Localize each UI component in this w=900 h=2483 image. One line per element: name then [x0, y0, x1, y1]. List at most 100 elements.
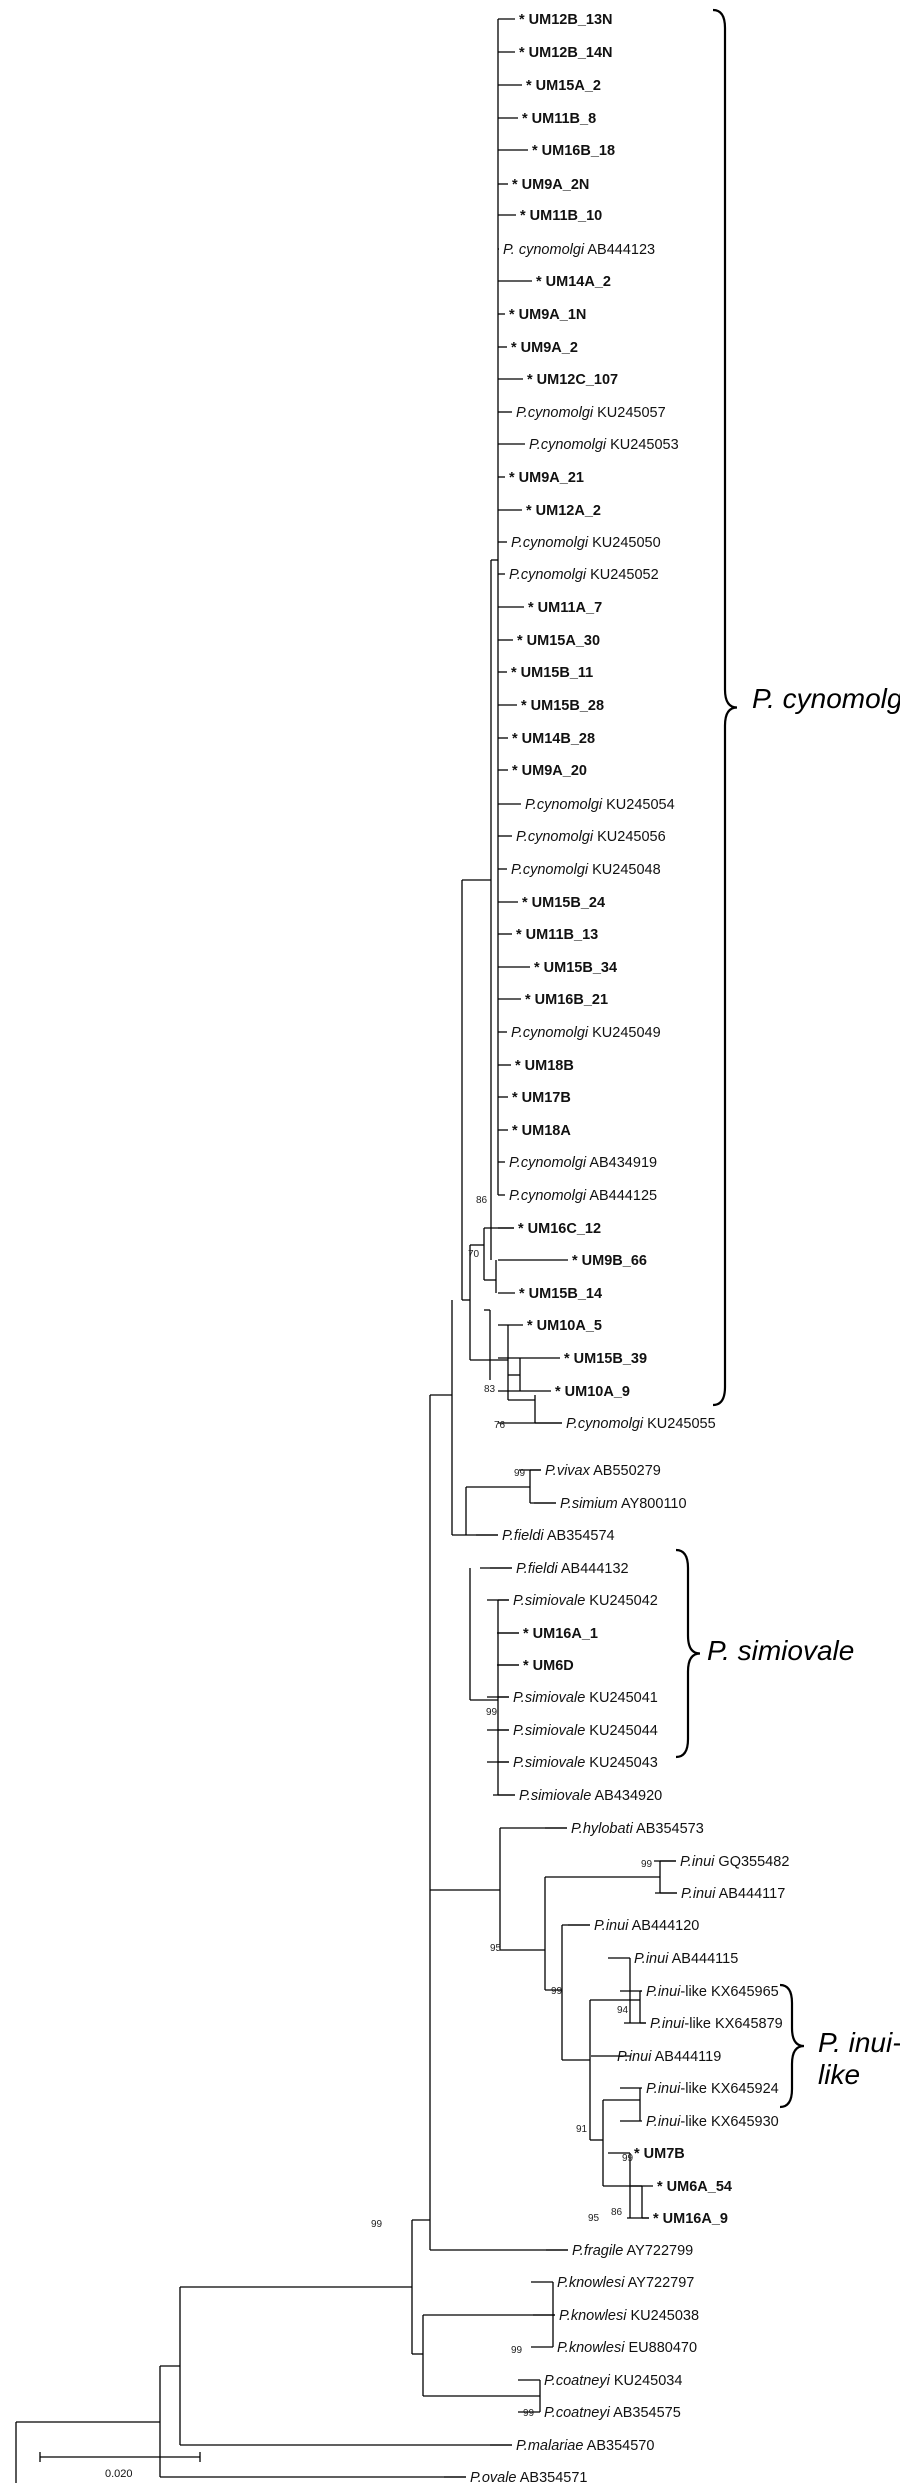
taxon-label: P.ovale AB354571 [470, 2470, 587, 2483]
taxon-label: * UM6D [523, 1658, 574, 1674]
taxon-genus: P.cynomolgi [516, 829, 594, 845]
taxon-accession: AB444115 [668, 1951, 738, 1967]
taxon-genus: P.cynomolgi [509, 1155, 587, 1171]
taxon-accession: AY722799 [623, 2243, 693, 2259]
taxon-genus: P.inui [681, 1886, 716, 1902]
taxon-genus: P.malariae [516, 2438, 583, 2454]
taxon-label: P.cynomolgi KU245052 [509, 567, 659, 583]
taxon-genus: P.fragile [572, 2243, 623, 2259]
taxon-genus: P.cynomolgi [509, 1188, 587, 1204]
taxon-label: * UM16C_12 [518, 1221, 601, 1237]
taxon-label: P.knowlesi AY722797 [557, 2275, 694, 2291]
taxon-genus: P.cynomolgi [509, 567, 587, 583]
taxon-genus: P.simiovale [513, 1723, 585, 1739]
bootstrap-value: 94 [617, 2005, 629, 2016]
scale-bar: 0.020 [39, 2452, 201, 2480]
taxon-genus: P.inui [646, 1984, 681, 2000]
taxon-accession: KU245052 [586, 567, 659, 583]
taxon-label: * UM15B_11 [511, 665, 593, 681]
taxon-genus: P.knowlesi [557, 2275, 625, 2291]
taxon-label: P.inui-like KX645924 [646, 2081, 779, 2097]
taxon-accession: AB434919 [586, 1155, 657, 1171]
taxon-genus: P.ovale [470, 2470, 517, 2483]
taxon-accession: KU245044 [585, 1723, 658, 1739]
taxon-label: P.simiovale KU245041 [513, 1690, 658, 1706]
taxon-label: P.fragile AY722799 [572, 2243, 693, 2259]
taxon-accession: AB444123 [584, 242, 655, 258]
taxon-label: * UM10A_9 [555, 1384, 630, 1400]
taxon-accession: AB444117 [715, 1886, 785, 1902]
taxon-accession: KU245049 [588, 1025, 661, 1041]
taxon-genus: P.hylobati [571, 1821, 634, 1837]
clade-label-inui-like-line1: P. inui- [818, 2027, 900, 2058]
taxon-accession: AB354574 [544, 1528, 615, 1544]
taxon-accession: KU245057 [593, 405, 666, 421]
taxon-label: * UM12A_2 [526, 503, 601, 519]
clade-brackets [675, 8, 805, 2109]
taxon-genus: P.coatneyi [544, 2405, 611, 2421]
taxon-genus: P.cynomolgi [511, 535, 589, 551]
taxon-accession: KU245043 [585, 1755, 658, 1771]
bracket-cynomolgi [712, 8, 738, 1407]
taxon-label: * UM9A_21 [509, 470, 584, 486]
taxon-accession: KU245053 [606, 437, 679, 453]
taxon-accession: AB550279 [590, 1463, 661, 1479]
taxon-label: P.cynomolgi KU245049 [511, 1025, 661, 1041]
taxon-label: P.coatneyi KU245034 [544, 2373, 682, 2389]
taxon-label: P.inui AB444120 [594, 1918, 699, 1934]
taxon-label: * UM12C_107 [527, 372, 618, 388]
taxon-label: P.malariae AB354570 [516, 2438, 654, 2454]
taxon-genus: P.knowlesi [559, 2308, 627, 2324]
taxon-genus: P.vivax [545, 1463, 591, 1479]
taxon-labels: * UM12B_13N* UM12B_14N* UM15A_2* UM11B_8… [470, 12, 789, 2483]
taxon-label: * UM17B [512, 1090, 571, 1106]
taxon-genus: P.simiovale [513, 1593, 585, 1609]
bootstrap-value: 99 [514, 1468, 526, 1479]
taxon-genus: P.inui [646, 2114, 681, 2130]
taxon-label: * UM15B_28 [521, 698, 604, 714]
taxon-accession: AB354573 [633, 1821, 704, 1837]
taxon-label: P.hylobati AB354573 [571, 1821, 704, 1837]
taxon-accession: -like KX645879 [684, 2016, 782, 2032]
taxon-accession: KU245041 [585, 1690, 658, 1706]
taxon-accession: AB354571 [517, 2470, 588, 2483]
scale-bar-label: 0.020 [105, 2468, 133, 2480]
clade-label-cynomolgi: P. cynomolgi [752, 683, 900, 714]
taxon-label: P.inui AB444119 [617, 2049, 721, 2065]
bootstrap-value: 99 [622, 2153, 634, 2164]
taxon-accession: KU245055 [643, 1416, 716, 1432]
bootstrap-value: 86 [476, 1195, 488, 1206]
taxon-label: P.inui-like KX645879 [650, 2016, 783, 2032]
bootstrap-value: 70 [468, 1249, 480, 1260]
bootstrap-value: 95 [490, 1943, 502, 1954]
taxon-label: P.cynomolgi KU245056 [516, 829, 666, 845]
taxon-label: * UM16A_1 [523, 1626, 598, 1642]
taxon-label: * UM15B_14 [519, 1286, 602, 1302]
clade-labels: P. cynomolgi P. simiovale P. inui- like [707, 683, 900, 2090]
taxon-label: P.inui AB444115 [634, 1951, 738, 1967]
bootstrap-value: 99 [511, 2345, 523, 2356]
taxon-genus: P.simium [560, 1496, 618, 1512]
bootstrap-value: 95 [588, 2213, 600, 2224]
taxon-label: * UM16B_18 [532, 143, 615, 159]
taxon-accession: KU245048 [588, 862, 661, 878]
taxon-label: P.inui GQ355482 [680, 1854, 789, 1870]
taxon-genus: P.cynomolgi [511, 862, 589, 878]
bootstrap-value: 91 [576, 2124, 588, 2135]
taxon-label: P.inui-like KX645965 [646, 1984, 779, 2000]
taxon-label: P.cynomolgi KU245053 [529, 437, 679, 453]
taxon-accession: GQ355482 [714, 1854, 789, 1870]
taxon-genus: P.simiovale [513, 1690, 585, 1706]
bootstrap-value: 99 [371, 2219, 383, 2230]
taxon-label: P. cynomolgi AB444123 [503, 242, 655, 258]
taxon-label: P.knowlesi KU245038 [559, 2308, 699, 2324]
taxon-label: P.cynomolgi AB444125 [509, 1188, 657, 1204]
taxon-genus: P.knowlesi [557, 2340, 625, 2356]
bootstrap-value: 99 [551, 1986, 563, 1997]
bootstrap-value: 76 [494, 1420, 506, 1431]
taxon-label: P.cynomolgi AB434919 [509, 1155, 657, 1171]
taxon-label: * UM12B_14N [519, 45, 613, 61]
taxon-genus: P.inui [646, 2081, 681, 2097]
taxon-label: * UM7B [634, 2146, 685, 2162]
